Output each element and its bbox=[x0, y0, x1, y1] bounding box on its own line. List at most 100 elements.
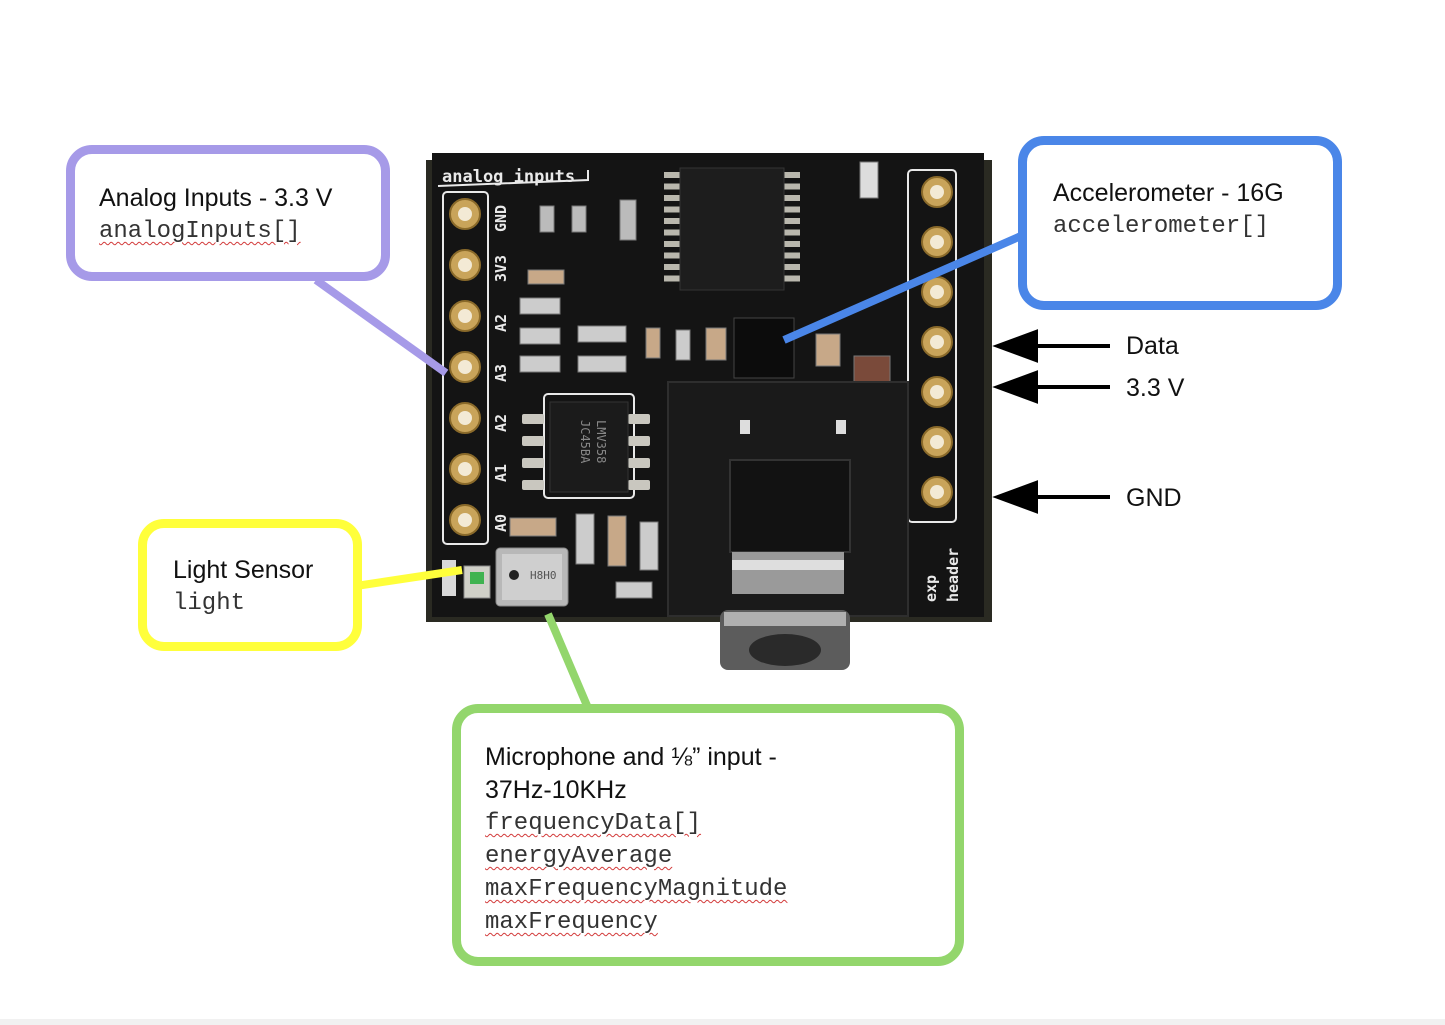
opamp-pin bbox=[522, 414, 544, 424]
opamp-label-2: JC45BA bbox=[578, 420, 592, 464]
right-header-hole bbox=[930, 285, 944, 299]
silk-pin-label: 3V3 bbox=[492, 255, 510, 282]
top-ic-pin bbox=[784, 206, 800, 213]
v33-pin-label: 3.3 V bbox=[1126, 374, 1185, 402]
smd-component bbox=[527, 269, 565, 285]
microphone-var-energy-average: energyAverage bbox=[485, 843, 673, 870]
data-pin-label: Data bbox=[1126, 332, 1179, 360]
smd-component bbox=[519, 297, 561, 315]
top-ic-pin bbox=[784, 241, 800, 247]
left-header-hole bbox=[458, 462, 472, 476]
opamp-label-1: LMV358 bbox=[594, 420, 608, 463]
top-ic-pin bbox=[664, 206, 680, 213]
top-ic-pin bbox=[664, 229, 680, 236]
opamp-chip: LMV358 JC45BA bbox=[522, 401, 650, 493]
gnd-pin-label: GND bbox=[1126, 484, 1182, 512]
smd-component bbox=[859, 161, 879, 199]
microphone-var-max-frequency-magnitude: maxFrequencyMagnitude bbox=[485, 876, 788, 903]
light-sensor-var: light bbox=[173, 590, 246, 617]
top-ic-pin bbox=[664, 275, 680, 282]
analog-inputs-callout: Analog Inputs - 3.3 V analogInputs[] bbox=[66, 145, 390, 281]
silk-pin-label: A3 bbox=[492, 364, 510, 382]
smd-component bbox=[577, 355, 627, 373]
silk-pin-label: A2 bbox=[492, 414, 510, 432]
microphone-callout: Microphone and ⅛” input - 37Hz-10KHz fre… bbox=[452, 704, 964, 966]
silk-top-line bbox=[437, 170, 589, 187]
top-ic-pin bbox=[784, 275, 800, 282]
accelerometer-callout: Accelerometer - 16G accelerometer[] bbox=[1018, 136, 1342, 310]
right-header-hole bbox=[930, 385, 944, 399]
gnd-arrow-icon bbox=[992, 480, 1038, 514]
footer-strip bbox=[0, 1019, 1445, 1025]
left-header-hole bbox=[458, 207, 472, 221]
smd-component bbox=[639, 521, 659, 571]
smd-component bbox=[675, 329, 691, 361]
analog-inputs-var: analogInputs[] bbox=[99, 218, 301, 245]
microphone-component: H8H0 bbox=[495, 547, 569, 607]
silk-pin-label: A1 bbox=[492, 464, 510, 482]
audio-jack bbox=[667, 381, 909, 670]
opamp-pin bbox=[522, 480, 544, 490]
smd-component bbox=[645, 327, 661, 359]
top-ic-pin bbox=[664, 241, 680, 247]
left-header-hole bbox=[458, 360, 472, 374]
opamp-pin bbox=[628, 414, 650, 424]
top-ic-pin bbox=[664, 218, 680, 224]
opamp-pin bbox=[522, 458, 544, 468]
microphone-title-2: 37Hz-10KHz bbox=[485, 776, 627, 804]
light-sensor-component bbox=[442, 560, 491, 599]
top-ic-pin bbox=[664, 172, 680, 178]
right-header-hole bbox=[930, 335, 944, 349]
silk-pin-label: A0 bbox=[492, 514, 510, 532]
left-header-hole bbox=[458, 411, 472, 425]
top-ic-pin bbox=[664, 264, 680, 270]
top-ic-pin bbox=[784, 264, 800, 270]
smd-component bbox=[815, 333, 841, 367]
right-header-hole bbox=[930, 235, 944, 249]
microphone-var-max-frequency: maxFrequency bbox=[485, 909, 658, 936]
smd-component bbox=[615, 581, 653, 599]
silk-right-header-outline bbox=[907, 169, 957, 523]
opamp-pin bbox=[628, 436, 650, 446]
microphone-connector bbox=[544, 612, 592, 710]
analog-connector bbox=[313, 276, 449, 377]
accelerometer-title: Accelerometer - 16G bbox=[1053, 179, 1284, 207]
top-ic-pin bbox=[784, 252, 800, 259]
smd-component bbox=[607, 515, 627, 567]
right-header-hole bbox=[930, 485, 944, 499]
data-arrow-icon bbox=[992, 329, 1038, 363]
smd-component bbox=[577, 325, 627, 343]
accelerometer-connector bbox=[782, 228, 1032, 344]
smd-component bbox=[539, 205, 555, 233]
silk-pin-label: A2 bbox=[492, 314, 510, 332]
top-ic-pin bbox=[784, 172, 800, 178]
silk-analog-inputs: analog inputs bbox=[442, 167, 575, 187]
right-header-hole bbox=[930, 185, 944, 199]
silk-exp: exp bbox=[922, 575, 940, 602]
smd-component bbox=[619, 199, 637, 241]
top-ic-pin bbox=[784, 195, 800, 201]
top-ic bbox=[664, 167, 800, 291]
top-ic-pin bbox=[664, 195, 680, 201]
top-ic-pin bbox=[784, 218, 800, 224]
opamp-pin bbox=[628, 480, 650, 490]
light-connector bbox=[355, 566, 463, 590]
smd-component bbox=[575, 513, 595, 565]
smd-component bbox=[571, 205, 587, 233]
top-ic-pin bbox=[664, 252, 680, 259]
mic-code: H8H0 bbox=[530, 569, 557, 582]
silk-pin-label: GND bbox=[492, 205, 510, 232]
top-ic-pin bbox=[664, 183, 680, 190]
microphone-var-frequency-data: frequencyData[] bbox=[485, 810, 702, 837]
microphone-title-1: Microphone and ⅛” input - bbox=[485, 743, 777, 771]
opamp-pin bbox=[628, 458, 650, 468]
top-ic-pin bbox=[784, 229, 800, 236]
accelerometer-chip bbox=[733, 317, 795, 379]
opamp-pin bbox=[522, 436, 544, 446]
smd-component bbox=[705, 327, 727, 361]
smd-component bbox=[509, 517, 557, 537]
v33-arrow-icon bbox=[992, 370, 1038, 404]
light-sensor-callout: Light Sensor light bbox=[138, 519, 362, 651]
top-ic-pin bbox=[784, 183, 800, 190]
